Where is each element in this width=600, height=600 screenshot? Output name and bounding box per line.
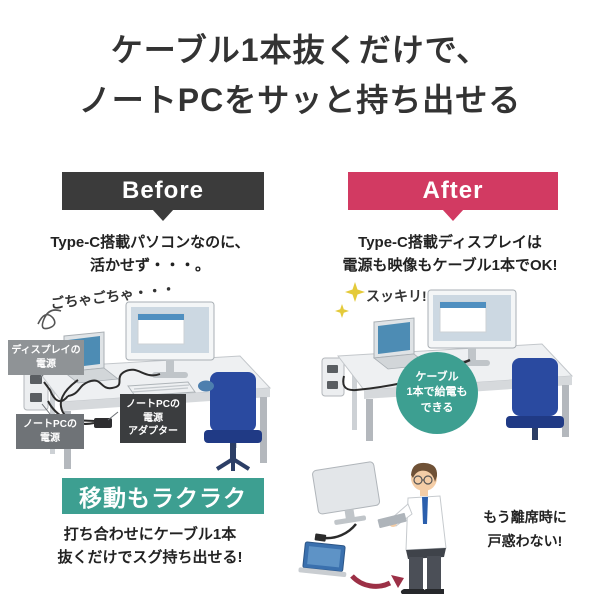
wall-outlet — [321, 357, 345, 397]
chair — [506, 358, 564, 440]
benefit-text: 打ち合わせにケーブル1本 抜くだけでスグ持ち出せる! — [57, 526, 243, 566]
man — [377, 462, 447, 594]
after-badge-label: After — [422, 177, 484, 204]
laptop — [298, 541, 347, 578]
before-badge-arrow-icon — [152, 209, 174, 221]
monitor — [125, 301, 215, 378]
wall-outlet — [23, 367, 49, 411]
monitor — [427, 289, 517, 366]
mouse — [198, 380, 214, 392]
pc-power-label: ノートPCの 電源 — [16, 414, 84, 449]
after-badge: After — [348, 172, 558, 221]
power-adapter — [94, 418, 112, 428]
before-illustration: ごちゃごちゃ・・・ ディスプレイの 電源 ノートPCの 電源 ノートPCの 電源… — [8, 276, 292, 474]
before-badge: Before — [62, 172, 264, 221]
page-title: ケーブル1本抜くだけで、 ノートPCをサッと持ち出せる — [78, 32, 522, 118]
carry-out-scene — [298, 461, 447, 594]
display-power-label: ディスプレイの 電源 — [8, 340, 84, 375]
pc-adapter-label: ノートPCの 電源 アダプター — [120, 394, 186, 443]
unplugged-cable — [314, 523, 357, 542]
after-description: Type-C搭載ディスプレイは 電源も映像もケーブル1本でOK! — [342, 234, 558, 274]
cable-power-circle-badge: ケーブル 1本で給電も できる — [396, 352, 478, 434]
curved-arrow-icon — [350, 574, 404, 589]
before-desk-scene — [23, 301, 272, 471]
chair — [204, 372, 262, 471]
keyboard — [127, 381, 196, 397]
scribble-icon — [37, 309, 62, 330]
sparkle-icon — [335, 282, 365, 318]
after-badge-arrow-icon — [442, 209, 464, 221]
monitor — [312, 461, 381, 525]
benefit-badge: 移動もラクラク — [62, 478, 264, 514]
before-description: Type-C搭載パソコンなのに、 活かせず・・・。 — [50, 234, 250, 274]
carry-out-note: もう離席時に 戸惑わない! — [483, 509, 567, 549]
tidy-note: スッキリ! — [366, 288, 427, 304]
before-badge-label: Before — [121, 177, 205, 204]
carry-out-illustration — [296, 452, 472, 597]
